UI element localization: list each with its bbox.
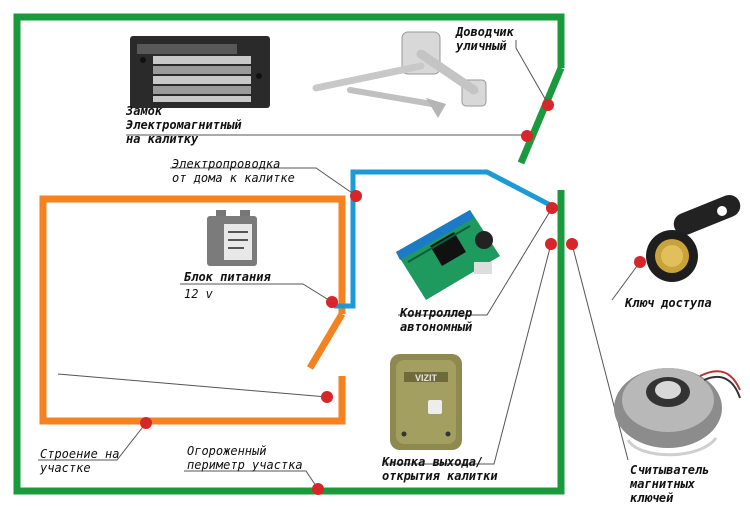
marker-key	[634, 256, 646, 268]
label-power-supply: Блок питания	[184, 270, 271, 284]
marker-reader	[566, 238, 578, 250]
marker-controller	[546, 202, 558, 214]
label-perimeter: Огороженный периметр участка	[187, 444, 303, 472]
label-electromagnetic-lock: Замок Электромагнитный на калитку	[126, 104, 242, 146]
key-reader-image	[614, 368, 741, 457]
building-door	[306, 312, 346, 370]
connection-markers	[140, 99, 646, 495]
access-key-image	[646, 195, 741, 282]
marker-building	[140, 417, 152, 429]
label-key-reader: Считыватель магнитных ключей	[630, 463, 710, 505]
building-outline	[39, 195, 346, 425]
marker-perimeter	[312, 483, 324, 495]
house-to-gate-wiring	[334, 169, 554, 309]
label-door-closer: Доводчик уличный	[456, 25, 514, 53]
label-controller: Контроллер автономный	[400, 306, 473, 334]
label-power-voltage: 12 v	[184, 287, 213, 301]
label-access-key: Ключ доступа	[625, 296, 712, 310]
marker-power-supply	[326, 296, 338, 308]
button-brand-text: VIZIT	[415, 373, 438, 383]
gate-leaf	[517, 66, 565, 165]
marker-building-door	[321, 391, 333, 403]
label-exit-button: Кнопка выхода/ открытия калитки	[382, 455, 498, 483]
marker-button	[545, 238, 557, 250]
exit-button-image: VIZIT	[390, 354, 462, 450]
label-wiring: Электропроводка от дома к калитке	[172, 157, 295, 185]
door-closer-image	[312, 31, 487, 118]
marker-closer	[542, 99, 554, 111]
label-building: Строение на участке	[40, 447, 120, 475]
fence-perimeter	[13, 13, 565, 495]
electromagnetic-lock-image	[130, 36, 270, 108]
marker-lock	[521, 130, 533, 142]
power-supply-image	[207, 210, 257, 266]
controller-board-image	[396, 210, 500, 300]
leader-lines	[38, 40, 641, 490]
marker-wiring	[350, 190, 362, 202]
